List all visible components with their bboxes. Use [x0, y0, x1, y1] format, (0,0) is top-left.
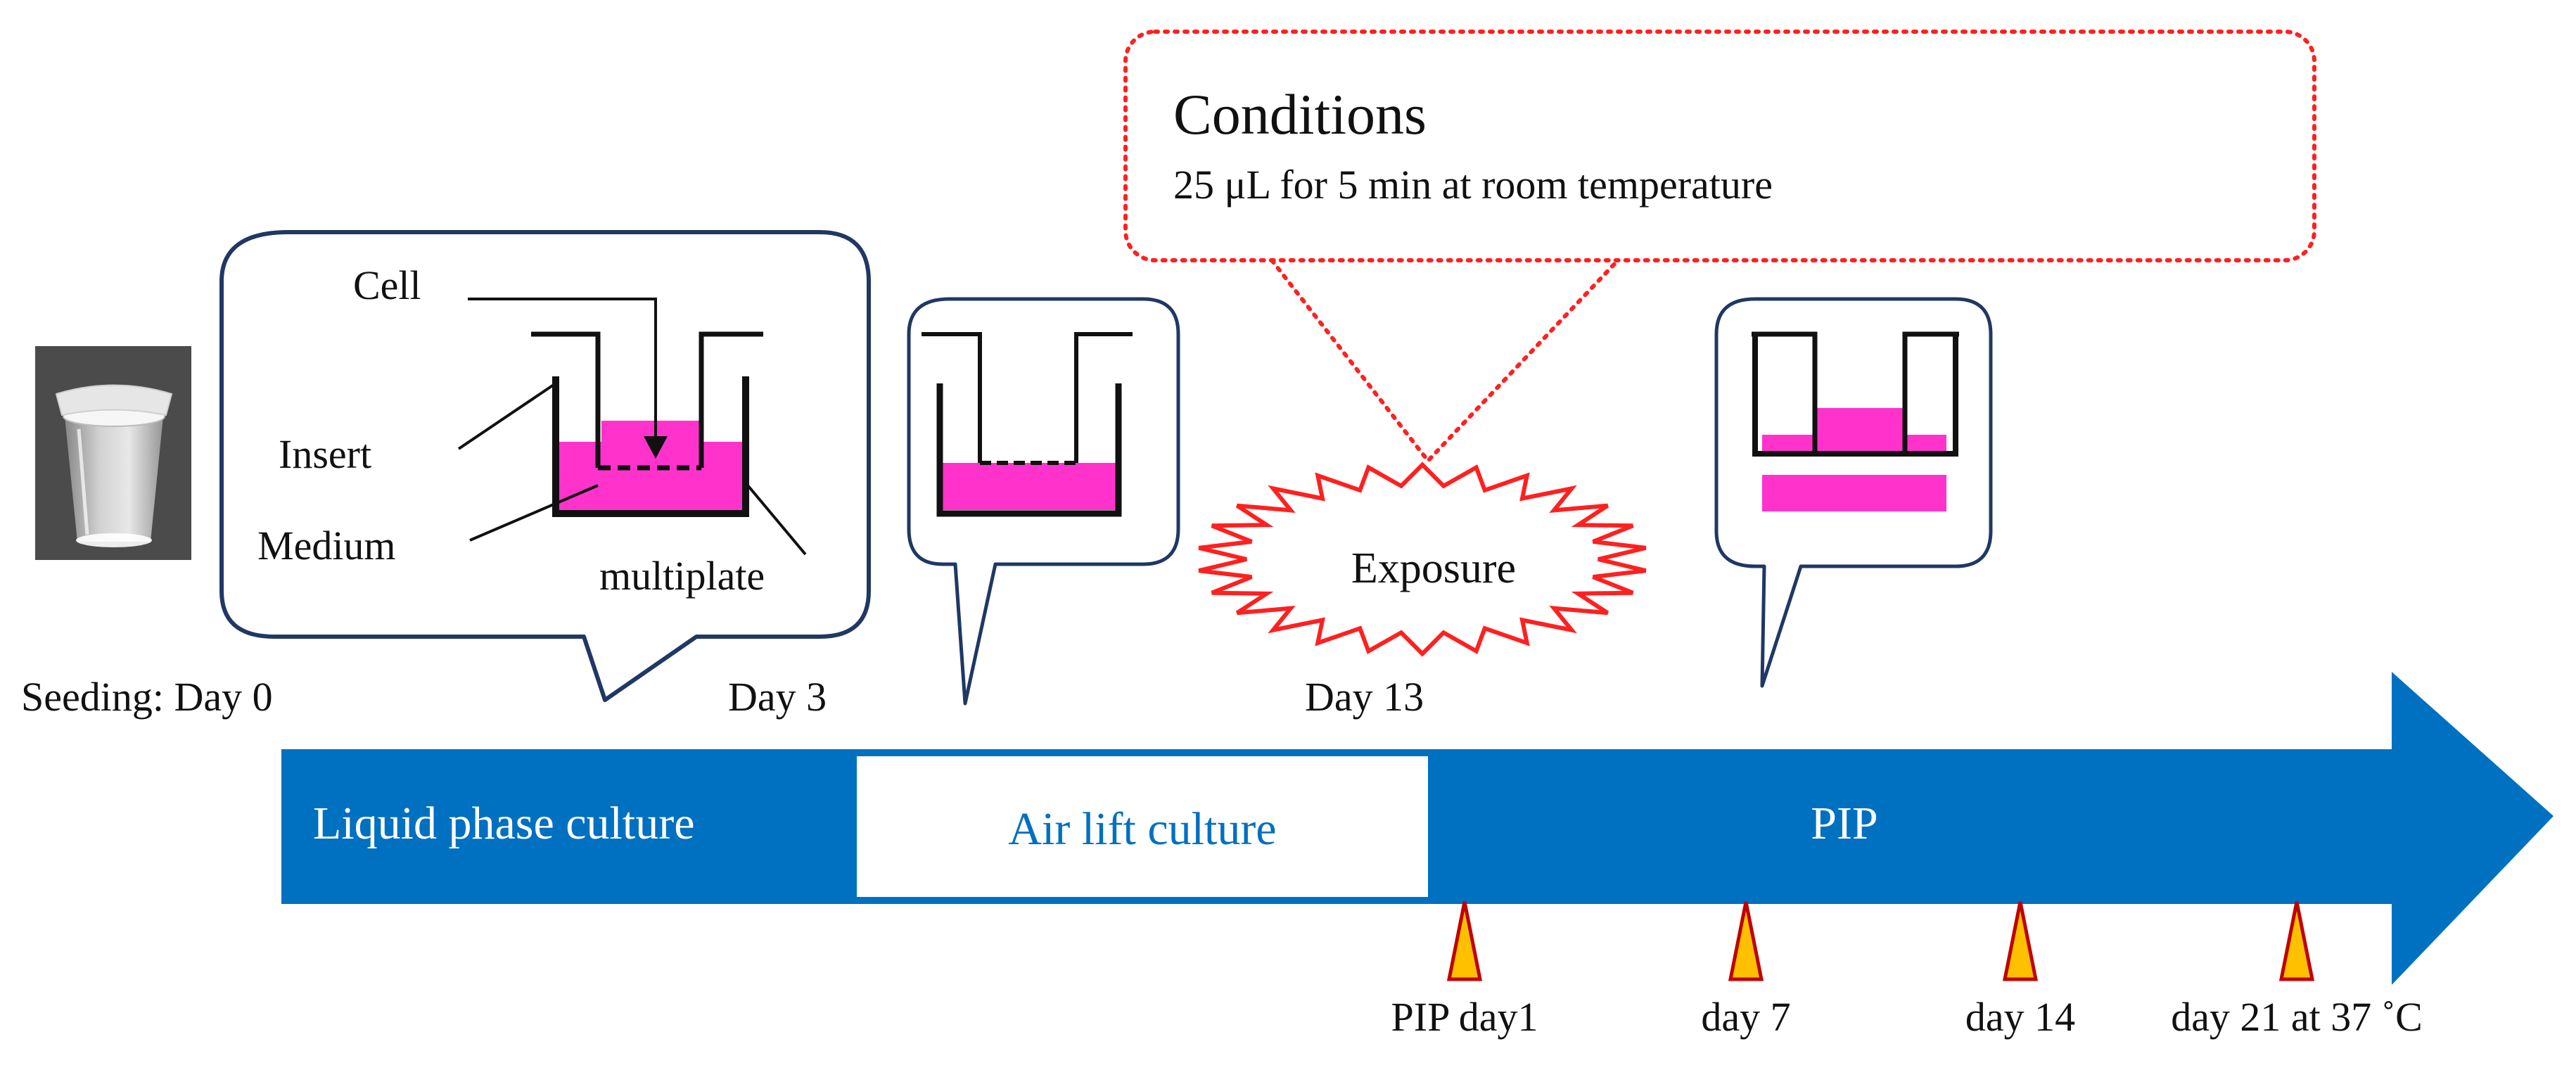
- exposure-label: Exposure: [1351, 544, 1516, 592]
- liquid-phase-label: Liquid phase culture: [313, 798, 695, 849]
- exposure-burst: Exposure: [1198, 461, 1647, 657]
- conditions-title: Conditions: [1173, 82, 1427, 146]
- warning-triangle-icon: [2002, 901, 2039, 981]
- marker-label: day 21 at 37 ˚C: [2171, 994, 2423, 1040]
- marker-day14: day 14: [1965, 901, 2075, 1040]
- timeline-arrow: Liquid phase culture Air lift culture PI…: [281, 672, 2553, 985]
- conditions-detail: 25 μL for 5 min at room temperature: [1173, 162, 1773, 208]
- seeding-label: Seeding: Day 0: [21, 674, 273, 720]
- day3-label: Day 3: [728, 674, 827, 720]
- medium-label: Medium: [257, 523, 396, 568]
- marker-label: day 14: [1965, 994, 2075, 1040]
- callout-air-lift: [907, 297, 1180, 706]
- cell-label: Cell: [353, 262, 421, 308]
- callout-insert-diagram: Cell Insert Medium multiplate: [219, 230, 871, 702]
- warning-triangle-icon: [2278, 901, 2315, 981]
- marker-pip-day1: PIP day1: [1391, 901, 1538, 1040]
- marker-day7: day 7: [1701, 901, 1791, 1040]
- air-lift-segment: [857, 756, 1428, 897]
- marker-label: PIP day1: [1391, 994, 1538, 1040]
- conditions-callout: Conditions 25 μL for 5 min at room tempe…: [1123, 30, 2316, 464]
- transwell-insert-photo-icon: [35, 346, 191, 560]
- marker-day21: day 21 at 37 ˚C: [2171, 901, 2423, 1040]
- marker-label: day 7: [1701, 994, 1790, 1040]
- warning-triangle-icon: [1446, 901, 1483, 981]
- multiplate-label: multiplate: [599, 553, 765, 599]
- callout-pip: [1714, 297, 1993, 688]
- pip-label: PIP: [1811, 798, 1877, 849]
- air-lift-label: Air lift culture: [1008, 803, 1276, 855]
- warning-triangle-icon: [1728, 901, 1764, 981]
- insert-label: Insert: [279, 431, 371, 477]
- day13-label: Day 13: [1305, 674, 1424, 720]
- burst-shape: [1198, 461, 1647, 657]
